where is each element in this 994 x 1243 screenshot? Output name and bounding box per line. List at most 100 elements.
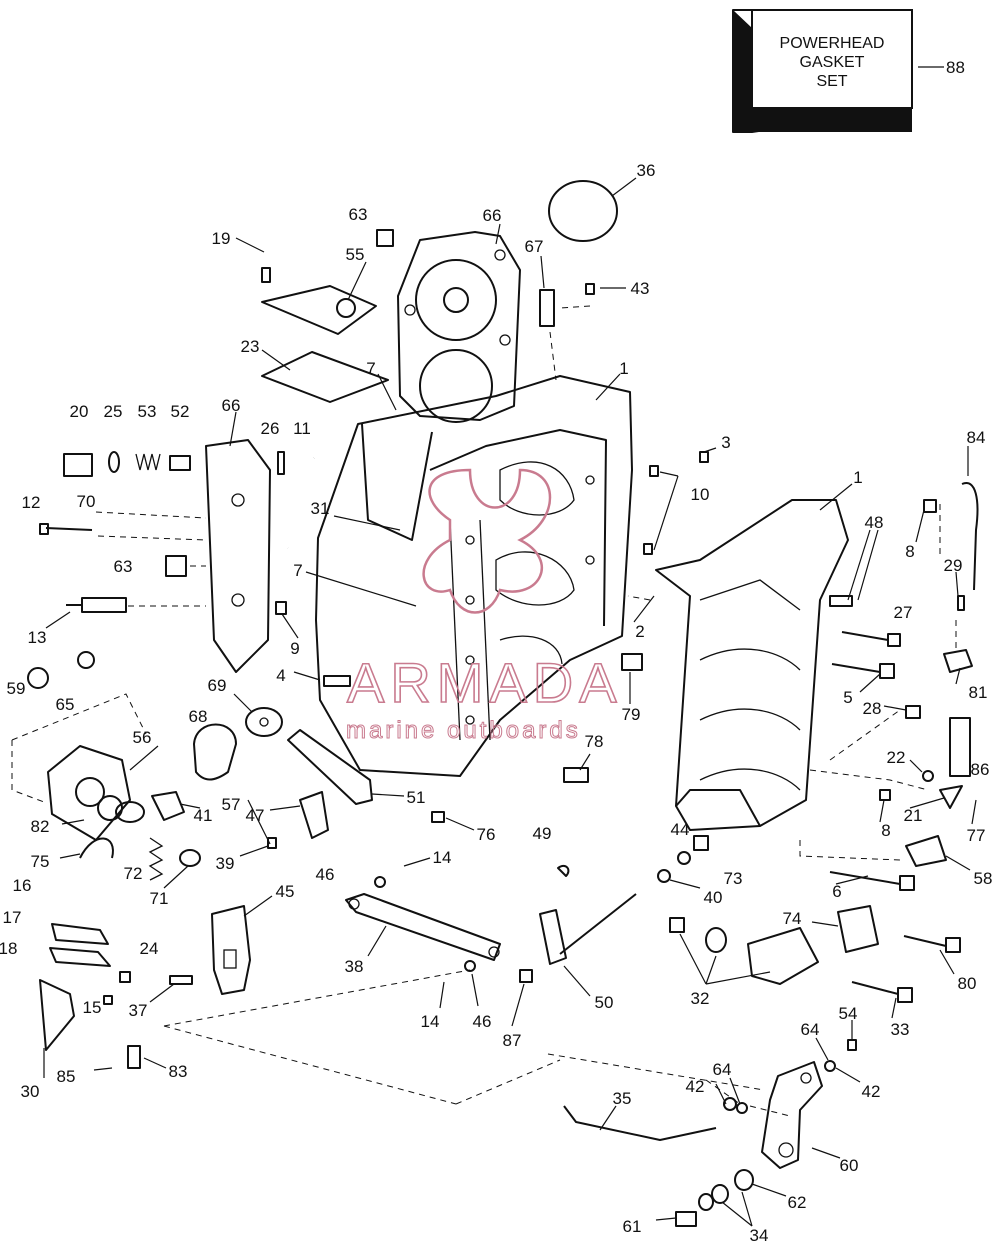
callout-66: 66 [483, 206, 502, 225]
long-bolt [39, 523, 93, 535]
callout-23: 23 [241, 337, 260, 356]
callout-61: 61 [623, 1217, 642, 1236]
callout-8: 8 [881, 821, 890, 840]
callout-44: 44 [671, 820, 690, 839]
callout-68: 68 [189, 707, 208, 726]
callout-72: 72 [124, 864, 143, 883]
callout-77: 77 [967, 826, 986, 845]
bearing-housing [705, 905, 879, 985]
callout-17: 17 [3, 908, 22, 927]
callout-27: 27 [894, 603, 913, 622]
spacer-washer [711, 1184, 729, 1204]
callout-58: 58 [974, 869, 993, 888]
callout-11: 11 [293, 419, 311, 438]
spark-plug [66, 597, 127, 613]
spring [148, 837, 164, 881]
tube [949, 717, 971, 777]
watermark: ARMADA marine outboards [346, 468, 623, 745]
watermark-tagline: marine outboards [346, 717, 581, 744]
alignment-lines [11, 305, 957, 1117]
callout-60: 60 [840, 1156, 859, 1175]
callout-5: 5 [843, 688, 852, 707]
large-washer [245, 707, 283, 737]
plate-upper [51, 923, 109, 945]
callout-75: 75 [31, 852, 50, 871]
callout-81: 81 [969, 683, 988, 702]
bushing [734, 1169, 754, 1191]
flat-washer [179, 849, 201, 867]
callout-14: 14 [421, 1012, 440, 1031]
callout-76: 76 [477, 825, 496, 844]
callout-4: 4 [276, 666, 285, 685]
callout-62: 62 [788, 1193, 807, 1212]
callout-69: 69 [208, 676, 227, 695]
thermostat-cover [205, 439, 271, 673]
watermark-brand: ARMADA [347, 651, 623, 714]
kit-box-line-2: GASKET [800, 54, 865, 71]
callout-34: 34 [750, 1226, 769, 1243]
callout-47: 47 [246, 806, 265, 825]
gasket [261, 351, 389, 403]
callout-82: 82 [31, 817, 50, 836]
callout-84: 84 [967, 428, 986, 447]
callout-85: 85 [57, 1067, 76, 1086]
throttle-shaft [539, 893, 637, 965]
callout-65: 65 [56, 695, 75, 714]
callout-1: 1 [853, 468, 862, 487]
washer [77, 651, 95, 669]
callout-74: 74 [783, 909, 802, 928]
callout-51: 51 [407, 788, 426, 807]
callout-86: 86 [971, 760, 990, 779]
clip [127, 1045, 141, 1069]
plate-lower [49, 947, 111, 967]
callout-71: 71 [150, 889, 169, 908]
water-hose [961, 482, 979, 591]
rubber-bumper [193, 723, 237, 781]
callout-48: 48 [865, 513, 884, 532]
callout-41: 41 [194, 806, 213, 825]
intake-manifold [47, 745, 185, 841]
callout-52: 52 [171, 402, 190, 421]
callout-16: 16 [13, 876, 32, 895]
kit-box-number: 88 [946, 58, 965, 77]
callout-80: 80 [958, 974, 977, 993]
callout-56: 56 [133, 728, 152, 747]
leader-lines [43, 177, 977, 1227]
callout-54: 54 [839, 1004, 858, 1023]
callout-87: 87 [503, 1031, 522, 1050]
callout-59: 59 [7, 679, 26, 698]
callout-57: 57 [222, 795, 241, 814]
callout-3: 3 [721, 433, 730, 452]
callout-7: 7 [366, 359, 375, 378]
callout-13: 13 [28, 628, 47, 647]
callout-46: 46 [473, 1012, 492, 1031]
callout-43: 43 [631, 279, 650, 298]
callout-67: 67 [525, 237, 544, 256]
callout-63: 63 [114, 557, 133, 576]
callout-37: 37 [129, 1001, 148, 1020]
gasket-set-box: POWERHEAD GASKET SET 88 [732, 9, 965, 133]
callout-21: 21 [904, 806, 923, 825]
callout-10: 10 [691, 485, 710, 504]
drain-plug [165, 555, 187, 577]
thermostat-parts [63, 451, 191, 477]
callout-14: 14 [433, 848, 452, 867]
callout-46: 46 [316, 865, 335, 884]
callout-79: 79 [622, 705, 641, 724]
cylinder-head-cover [397, 231, 521, 423]
callout-83: 83 [169, 1062, 188, 1081]
callout-33: 33 [891, 1020, 910, 1039]
callout-66: 66 [222, 396, 241, 415]
o-ring [548, 180, 618, 242]
callout-55: 55 [346, 245, 365, 264]
callout-18: 18 [0, 939, 17, 958]
kit-box-line-1: POWERHEAD [780, 35, 885, 52]
callout-40: 40 [704, 888, 723, 907]
callout-50: 50 [595, 993, 614, 1012]
callout-28: 28 [863, 699, 882, 718]
bracket [211, 905, 251, 995]
shoulder-bolt [675, 1211, 697, 1227]
callout-73: 73 [724, 869, 743, 888]
callout-53: 53 [138, 402, 157, 421]
